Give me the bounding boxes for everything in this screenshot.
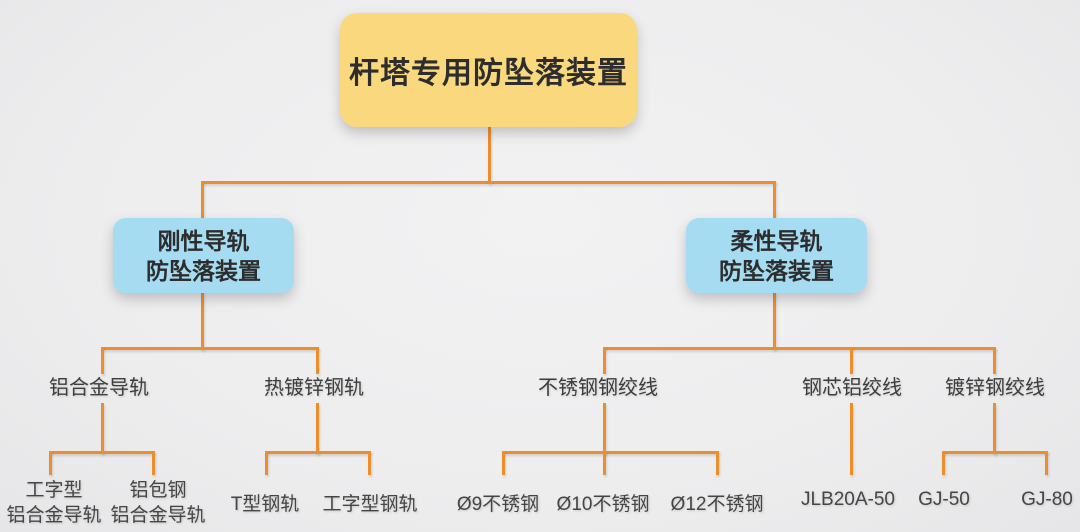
node-rigid-rail: 刚性导轨 防坠落装置 xyxy=(113,218,294,293)
leaf-i-shape-rail: 工字型钢轨 xyxy=(322,494,418,515)
leaf-i-shape-aluminum-rail-line1: 工字型 xyxy=(25,480,83,501)
connector-d12-drop xyxy=(716,451,719,475)
connector-level1-horizontal xyxy=(201,181,776,184)
leaf-i-shape-aluminum-rail: 工字型 铝合金导轨 xyxy=(6,478,101,528)
connector-stainless-stem-top xyxy=(603,347,606,374)
connector-aluminum-leaves-horizontal xyxy=(49,451,155,454)
connector-root-stem xyxy=(488,127,491,183)
leaf-al-clad-steel-aluminum-rail: 铝包钢 铝合金导轨 xyxy=(110,478,205,528)
category-aluminum-rail: 铝合金导轨 xyxy=(49,377,149,399)
node-rigid-rail-label-line2: 防坠落装置 xyxy=(146,257,261,284)
connector-i-shape-aluminum-drop xyxy=(49,451,52,475)
leaf-al-clad-steel-aluminum-rail-line1: 铝包钢 xyxy=(129,480,187,501)
connector-galvanized-strand-stem-top xyxy=(993,347,996,374)
category-hot-galvanized-rail: 热镀锌钢轨 xyxy=(264,377,364,399)
connector-galvanized-rail-leaves-horizontal xyxy=(265,451,371,454)
connector-galvanized-rail-stem-top xyxy=(316,347,319,374)
connector-acsr-stem-top xyxy=(850,347,853,374)
connector-flexible-drop xyxy=(773,181,776,220)
connector-aluminum-rail-stem-bottom xyxy=(101,403,104,454)
connector-galvanized-rail-stem-bottom xyxy=(316,403,319,454)
leaf-gj-50: GJ-50 xyxy=(918,489,970,510)
connector-d9-drop xyxy=(502,451,505,475)
connector-t-rail-drop xyxy=(265,451,268,475)
leaf-jlb20a-50: JLB20A-50 xyxy=(800,489,896,510)
connector-acsr-stem-bottom xyxy=(850,403,853,475)
connector-rigid-stem xyxy=(201,292,204,350)
node-root-label: 杆塔专用防坠落装置 xyxy=(349,57,628,90)
connector-rigid-drop xyxy=(201,181,204,220)
connector-gj50-drop xyxy=(942,451,945,475)
node-flexible-rail-label-line1: 柔性导轨 xyxy=(730,227,823,254)
node-rigid-rail-label-line1: 刚性导轨 xyxy=(157,227,250,254)
connector-galvanized-strand-stem-bottom xyxy=(993,403,996,454)
leaf-gj-80: GJ-80 xyxy=(1021,489,1073,510)
connector-aluminum-rail-stem-top xyxy=(101,347,104,374)
connector-stainless-leaves-horizontal xyxy=(502,451,719,454)
leaf-d9-stainless: Ø9不锈钢 xyxy=(456,494,540,515)
connector-d10-drop xyxy=(603,451,606,475)
connector-rigid-children-horizontal xyxy=(101,347,319,350)
leaf-d10-stainless: Ø10不锈钢 xyxy=(556,494,650,515)
connector-stainless-stem-bottom xyxy=(603,403,606,454)
category-stainless-steel-strand: 不锈钢钢绞线 xyxy=(538,377,658,399)
category-acsr-strand: 钢芯铝绞线 xyxy=(802,377,902,399)
leaf-i-shape-aluminum-rail-line2: 铝合金导轨 xyxy=(6,505,102,526)
connector-flexible-children-horizontal xyxy=(603,347,996,350)
connector-flexible-stem xyxy=(773,292,776,350)
connector-i-rail-drop xyxy=(368,451,371,475)
category-galvanized-steel-strand: 镀锌钢绞线 xyxy=(945,377,1045,399)
connector-gj80-drop xyxy=(1045,451,1048,475)
node-flexible-rail: 柔性导轨 防坠落装置 xyxy=(686,218,867,293)
node-flexible-rail-label-line2: 防坠落装置 xyxy=(719,257,834,284)
connector-al-clad-aluminum-drop xyxy=(152,451,155,475)
node-root: 杆塔专用防坠落装置 xyxy=(340,13,637,127)
connector-gj-leaves-horizontal xyxy=(942,451,1048,454)
leaf-al-clad-steel-aluminum-rail-line2: 铝合金导轨 xyxy=(110,505,206,526)
leaf-d12-stainless: Ø12不锈钢 xyxy=(670,494,764,515)
leaf-t-shape-rail: T型钢轨 xyxy=(230,494,300,515)
